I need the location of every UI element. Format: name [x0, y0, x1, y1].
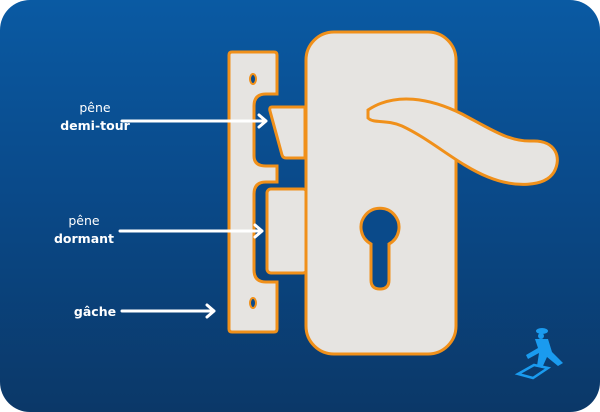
arrows	[118, 113, 268, 319]
arrow-latch	[120, 113, 268, 129]
latch-label-line2: demi-tour	[60, 118, 130, 133]
label-deadbolt: pêne dormant	[29, 212, 139, 248]
deadbolt-label-line2: dormant	[53, 231, 115, 246]
screw-hole-top	[249, 73, 257, 85]
door-handle	[366, 97, 559, 186]
running-worker-phone-logo	[514, 328, 563, 380]
screw-hole-bottom	[249, 297, 257, 309]
label-latch-bolt: pêne demi-tour	[40, 99, 150, 135]
latch-bolt	[268, 105, 307, 160]
lock-body	[304, 30, 458, 356]
label-strike-plate: gâche	[40, 303, 150, 321]
strike-label: gâche	[73, 304, 117, 319]
deadbolt-label-line1: pêne	[68, 213, 100, 228]
arrow-strike	[120, 303, 216, 319]
arrow-deadbolt	[118, 223, 264, 239]
latch-label-line1: pêne	[79, 100, 111, 115]
deadbolt	[265, 187, 309, 275]
keyhole	[359, 206, 401, 291]
